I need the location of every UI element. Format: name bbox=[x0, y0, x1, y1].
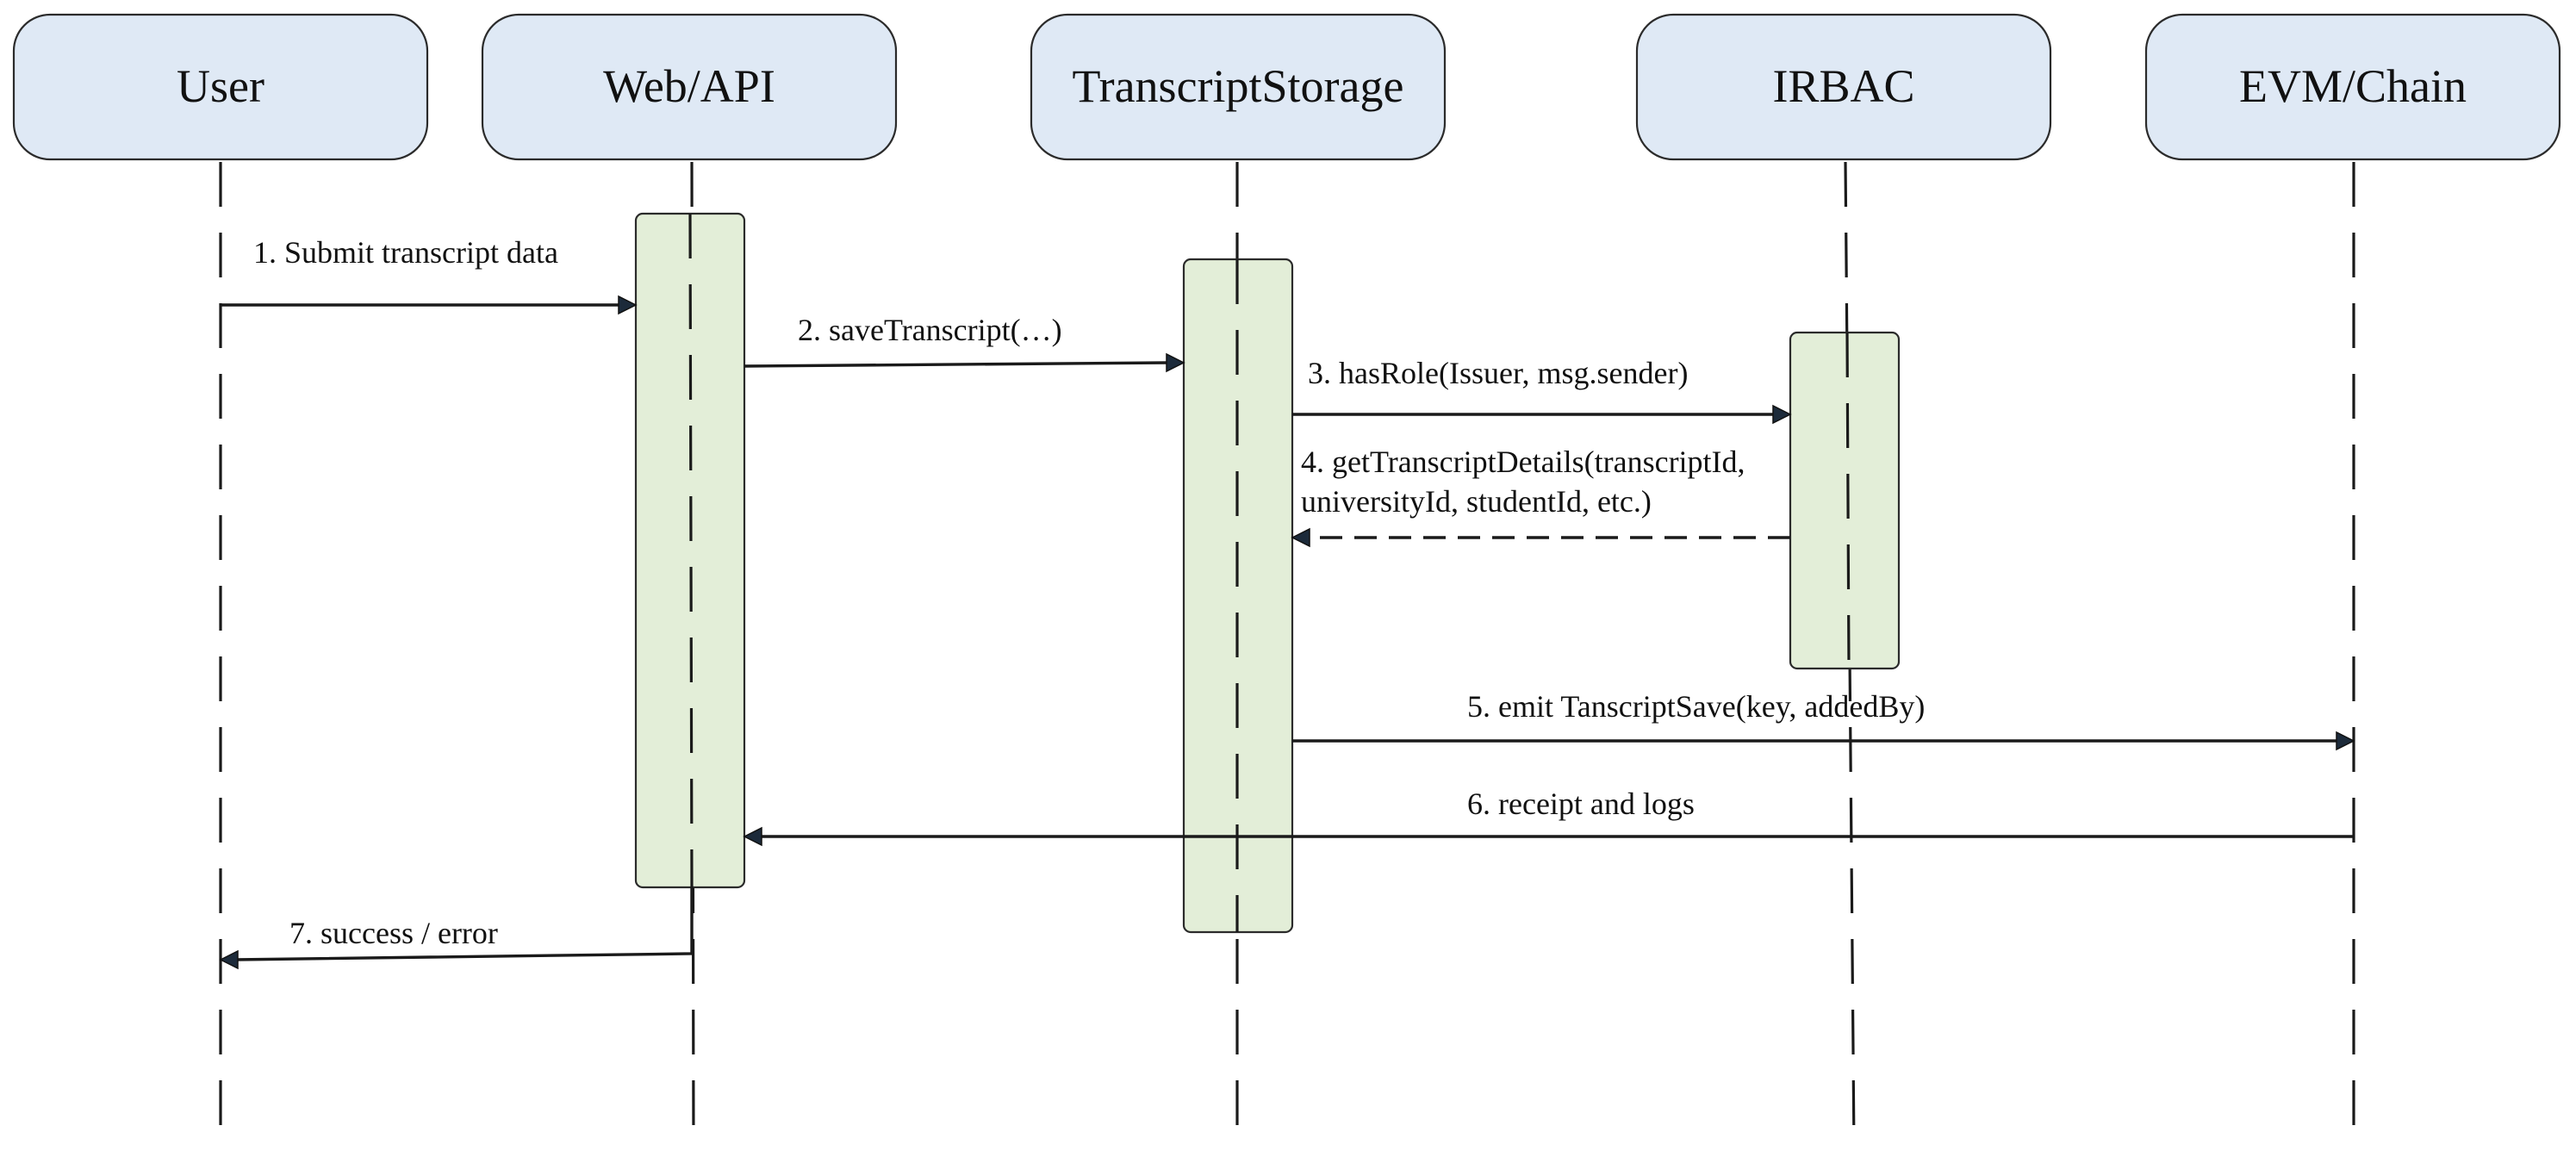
participant-label: IRBAC bbox=[1772, 60, 1914, 112]
message-label: 3. hasRole(Issuer, msg.sender) bbox=[1308, 356, 1688, 390]
message-line bbox=[744, 361, 1171, 368]
message-label-line: 4. getTranscriptDetails(transcriptId, bbox=[1301, 445, 1745, 479]
participant-box bbox=[12, 13, 429, 161]
messages: 1. Submit transcript data 2. saveTranscr… bbox=[219, 235, 2355, 970]
lifeline-webapi-overlay bbox=[688, 213, 694, 888]
lifeline-overlays bbox=[688, 213, 1851, 932]
participant-label: Web/API bbox=[603, 60, 775, 112]
message-label-line: 1. Submit transcript data bbox=[253, 235, 558, 270]
arrow-head bbox=[1166, 352, 1185, 373]
message-label-line: 5. emit TanscriptSave(key, addedBy) bbox=[1467, 689, 1925, 724]
participant-box bbox=[1030, 13, 1447, 161]
message-2: 2. saveTranscript(…) bbox=[744, 313, 1185, 373]
activation-irbac bbox=[1789, 331, 1901, 670]
message-6: 6. receipt and logs bbox=[743, 787, 2354, 847]
participant-webapi: Web/API bbox=[481, 13, 898, 161]
arrow-head bbox=[1772, 404, 1792, 425]
message-label: 2. saveTranscript(…) bbox=[798, 313, 1062, 347]
participant-label: User bbox=[177, 60, 264, 112]
message-label-line: 7. success / error bbox=[289, 916, 498, 950]
arrow-head bbox=[219, 949, 239, 970]
participant-label: EVM/Chain bbox=[2239, 60, 2467, 112]
lifeline-irbac bbox=[1844, 161, 1856, 1151]
message-label: 4. getTranscriptDetails(transcriptId, un… bbox=[1301, 445, 1753, 519]
message-label-line: 6. receipt and logs bbox=[1467, 787, 1695, 821]
arrow-head bbox=[743, 826, 762, 847]
message-label: 6. receipt and logs bbox=[1467, 787, 1695, 821]
participant-irbac: IRBAC bbox=[1635, 13, 2052, 161]
participants: User Web/API TranscriptStorage IRBAC EVM… bbox=[12, 13, 2561, 161]
participant-storage: TranscriptStorage bbox=[1030, 13, 1447, 161]
message-5: 5. emit TanscriptSave(key, addedBy) bbox=[1292, 689, 2355, 751]
participant-evm: EVM/Chain bbox=[2144, 13, 2561, 161]
message-1: 1. Submit transcript data bbox=[221, 235, 638, 315]
message-label: 7. success / error bbox=[289, 916, 498, 950]
arrow-head bbox=[1291, 527, 1310, 548]
message-4: 4. getTranscriptDetails(transcriptId, un… bbox=[1291, 445, 1790, 548]
message-label: 5. emit TanscriptSave(key, addedBy) bbox=[1467, 689, 1925, 724]
participant-box bbox=[1635, 13, 2052, 161]
activations bbox=[634, 212, 1901, 934]
arrow-head bbox=[618, 295, 638, 315]
message-label: 1. Submit transcript data bbox=[253, 235, 558, 270]
participant-user: User bbox=[12, 13, 429, 161]
participant-box bbox=[2144, 13, 2561, 161]
participant-box bbox=[481, 13, 898, 161]
message-line bbox=[233, 887, 694, 961]
message-7: 7. success / error bbox=[219, 887, 694, 970]
lifeline-irbac-overlay bbox=[1845, 332, 1851, 669]
message-label-line: 2. saveTranscript(…) bbox=[798, 313, 1062, 347]
message-label-line: 3. hasRole(Issuer, msg.sender) bbox=[1308, 356, 1688, 390]
message-3: 3. hasRole(Issuer, msg.sender) bbox=[1292, 356, 1792, 425]
arrow-head bbox=[2336, 731, 2355, 751]
participant-label: TranscriptStorage bbox=[1073, 60, 1404, 112]
message-label-line: universityId, studentId, etc.) bbox=[1301, 484, 1652, 519]
